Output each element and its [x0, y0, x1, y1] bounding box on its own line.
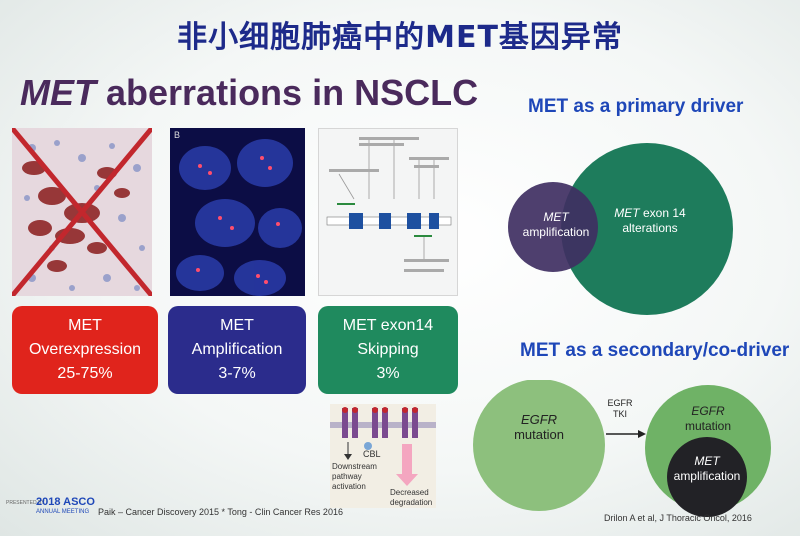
exon14-circle	[561, 143, 733, 315]
egfr-left-text: mutation	[514, 427, 564, 442]
box-line3: 3-7%	[218, 365, 256, 382]
met-overexpression-box: MET Overexpression 25-75%	[12, 306, 158, 394]
pathway-right-label: Decreased degradation	[390, 488, 432, 508]
egfr-right-gene: EGFR	[691, 404, 725, 418]
amp-gene: MET	[543, 210, 569, 224]
met-inner-gene: MET	[694, 454, 720, 468]
box-line3: 3%	[376, 365, 400, 382]
box-line2: Amplification	[191, 341, 283, 358]
asco-logo: 2018 ASCO	[36, 496, 95, 508]
met-inner-circle	[667, 437, 747, 517]
fish-graphic	[170, 128, 305, 296]
cross-line	[12, 128, 152, 296]
egfr-left-label: EGFR mutation	[489, 412, 589, 442]
pathway-left-label: Downstream pathway activation	[332, 462, 377, 492]
secondary-driver-heading: MET as a secondary/co-driver	[520, 340, 790, 361]
box-line2: Skipping	[357, 341, 419, 358]
amp-text: amplification	[522, 225, 590, 239]
asco-year: 2018	[36, 496, 61, 508]
citation-right: Drilon A et al, J Thoracic Oncol, 2016	[604, 513, 752, 523]
exon14-diagram	[326, 137, 452, 272]
pathway-graphic	[330, 407, 436, 486]
ihc-stain-image	[12, 128, 152, 296]
slide-heading: MET aberrations in NSCLC	[20, 72, 478, 114]
primary-driver-heading: MET as a primary driver	[528, 96, 744, 117]
exon14-label: MET exon 14 alterations	[600, 206, 700, 236]
slide-title-chinese: 非小细胞肺癌中的MET基因异常	[177, 20, 623, 55]
pathway-left-line: activation	[332, 482, 366, 491]
egfr-tki-line: EGFR	[607, 398, 633, 408]
egfr-left-circle	[473, 380, 605, 511]
exon14-gene: MET	[614, 206, 640, 220]
exon14-text: exon 14	[639, 206, 686, 220]
box-line1: MET exon14	[342, 317, 434, 334]
box-line1: MET	[220, 317, 254, 334]
met-inner-text: amplification	[673, 469, 741, 483]
egfr-right-text: mutation	[684, 419, 732, 433]
citation-left: Paik – Cancer Discovery 2015 * Tong - Cl…	[98, 507, 343, 517]
asco-name: ASCO	[63, 496, 95, 508]
secondary-diagram	[473, 380, 771, 517]
asco-sub: ANNUAL MEETING	[36, 509, 90, 515]
primary-venn-diagram	[508, 143, 733, 315]
box-line3: 25-75%	[57, 365, 113, 382]
fish-image: B	[170, 128, 305, 296]
pathway-left-line: pathway	[332, 472, 362, 481]
egfr-right-label: EGFR mutation	[658, 404, 758, 434]
box-line1: MET	[68, 317, 102, 334]
ihc-stain-graphic	[12, 128, 152, 296]
presented-by-label: PRESENTED BY	[6, 500, 45, 506]
exon14-schematic	[318, 128, 458, 296]
egfr-left-gene: EGFR	[520, 412, 558, 427]
met-amplification-box: MET Amplification 3-7%	[168, 306, 306, 394]
heading-gene: MET	[20, 72, 96, 113]
pathway-diagram: CBL Downstream pathway activation Decrea…	[330, 404, 436, 508]
amplification-label: MET amplification	[508, 210, 604, 240]
exon14-text2: alterations	[622, 221, 678, 235]
pathway-right-line: Decreased	[390, 488, 429, 497]
met-inner-label: MET amplification	[660, 454, 754, 484]
pathway-right-line: degradation	[390, 498, 433, 507]
heading-rest: aberrations in NSCLC	[96, 72, 479, 113]
pathway-left-line: Downstream	[332, 462, 377, 471]
egfr-tki-line: TKI	[612, 409, 627, 419]
box-line2: Overexpression	[28, 341, 142, 358]
egfr-tki-label: EGFR TKI	[600, 398, 640, 420]
pathway-cbl-label: CBL	[363, 449, 381, 459]
arrow-head	[638, 430, 646, 438]
panel-b-label: B	[174, 130, 181, 140]
met-exon14-skipping-box: MET exon14 Skipping 3%	[318, 306, 458, 394]
amplification-circle	[508, 182, 598, 272]
